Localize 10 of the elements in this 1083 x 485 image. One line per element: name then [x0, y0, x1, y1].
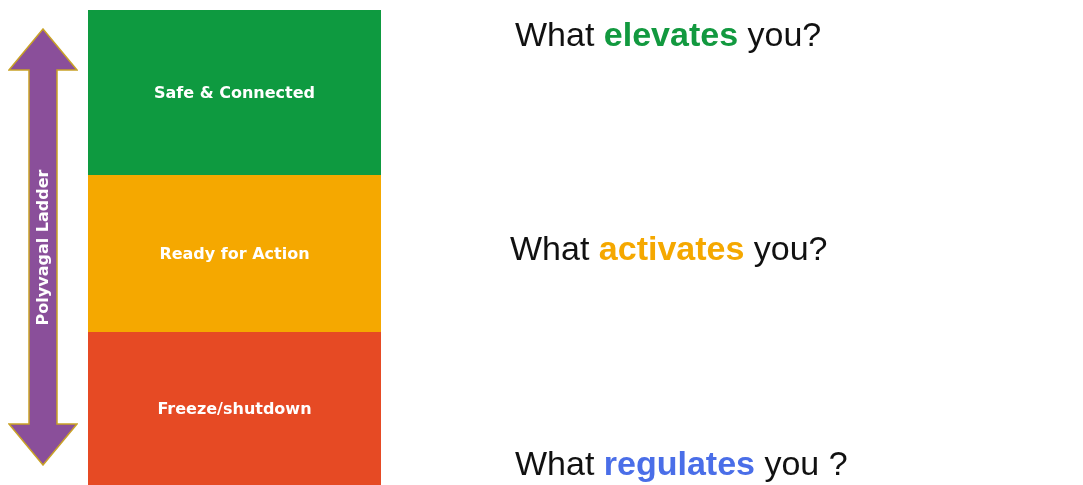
ladder-band [88, 10, 381, 175]
band-label: Ready for Action [159, 244, 310, 263]
question-text: What elevates you? [515, 14, 822, 54]
question-text: What activates you? [510, 228, 828, 268]
question-text: What regulates you ? [515, 443, 848, 483]
band-label: Freeze/shutdown [157, 399, 312, 418]
ladder-label: Polyvagal Ladder [33, 169, 53, 325]
band-label: Safe & Connected [154, 83, 315, 102]
ladder-band [88, 332, 381, 485]
ladder-band [88, 175, 381, 332]
